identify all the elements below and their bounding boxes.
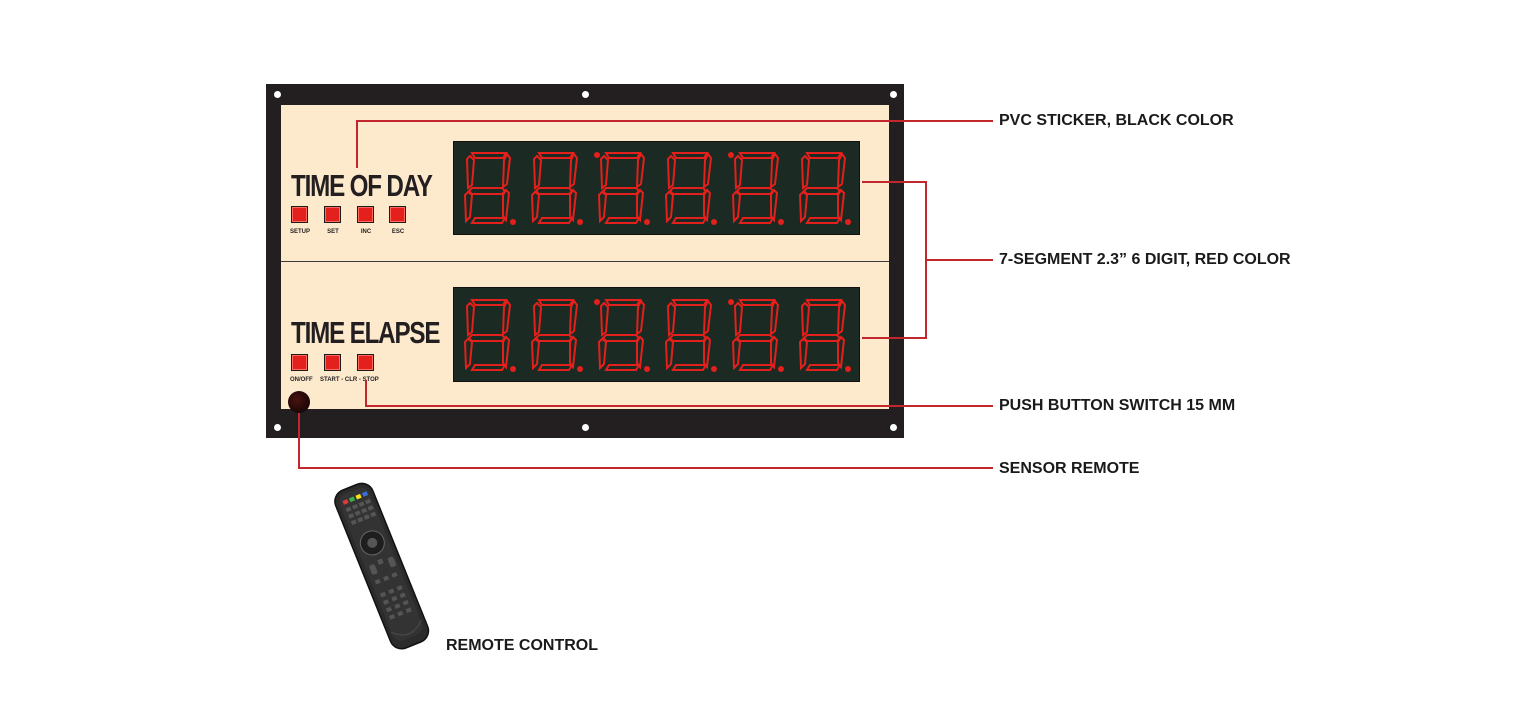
seven-segment-digit-icon bbox=[798, 298, 851, 372]
start-clr-stop-label: START - CLR - STOP bbox=[320, 377, 379, 383]
leader-pvc-sticker bbox=[356, 120, 993, 168]
mount-hole-icon bbox=[890, 424, 897, 431]
callout-sensor-remote: SENSOR REMOTE bbox=[999, 460, 1140, 477]
esc-button-label: ESC bbox=[391, 229, 405, 235]
seven-segment-digit-icon bbox=[664, 152, 717, 225]
sensor-icon bbox=[288, 391, 310, 413]
setup-button-label: SETUP bbox=[289, 229, 310, 235]
set-button[interactable] bbox=[324, 206, 341, 223]
start-clr-button[interactable] bbox=[324, 354, 341, 371]
mount-hole-icon bbox=[274, 91, 281, 98]
on-off-button-label: ON/OFF bbox=[290, 377, 313, 383]
seven-segment-digit-icon bbox=[594, 152, 650, 225]
callout-push-button: PUSH BUTTON SWITCH 15 MM bbox=[999, 397, 1236, 414]
seven-segment-digit-icon bbox=[530, 152, 583, 225]
esc-button[interactable] bbox=[389, 206, 406, 223]
seven-segment-digit-icon bbox=[463, 298, 516, 372]
setup-button[interactable] bbox=[291, 206, 308, 223]
seven-segment-digit-icon bbox=[728, 152, 784, 225]
leader-seven-segment bbox=[862, 181, 927, 339]
time-elapse-display bbox=[453, 287, 860, 382]
seven-segment-digit-icon bbox=[530, 298, 583, 372]
mount-hole-icon bbox=[582, 424, 589, 431]
seven-segment-digit-icon bbox=[728, 298, 784, 372]
mount-hole-icon bbox=[274, 424, 281, 431]
panel-divider bbox=[281, 261, 889, 262]
inc-button[interactable] bbox=[357, 206, 374, 223]
callout-remote-control: REMOTE CONTROL bbox=[446, 637, 598, 654]
callout-pvc-sticker: PVC STICKER, BLACK COLOR bbox=[999, 112, 1234, 129]
stop-button[interactable] bbox=[357, 354, 374, 371]
callout-seven-segment: 7-SEGMENT 2.3” 6 DIGIT, RED COLOR bbox=[999, 251, 1291, 268]
seven-segment-digit-icon bbox=[664, 298, 717, 372]
seven-segment-digit-icon bbox=[594, 298, 650, 372]
time-of-day-display bbox=[453, 141, 860, 235]
remote-control-icon bbox=[334, 482, 430, 650]
seven-segment-digit-icon bbox=[463, 152, 516, 225]
mount-hole-icon bbox=[890, 91, 897, 98]
on-off-button[interactable] bbox=[291, 354, 308, 371]
leader-sensor-remote bbox=[298, 413, 993, 469]
inc-button-label: INC bbox=[360, 229, 372, 235]
section-title-time-elapse: TIME ELAPSE bbox=[291, 315, 441, 350]
seven-segment-digit-icon bbox=[798, 152, 851, 225]
mount-hole-icon bbox=[582, 91, 589, 98]
section-title-time-of-day: TIME OF DAY bbox=[291, 168, 433, 203]
set-button-label: SET bbox=[327, 229, 339, 235]
leader-push-button bbox=[365, 380, 993, 407]
